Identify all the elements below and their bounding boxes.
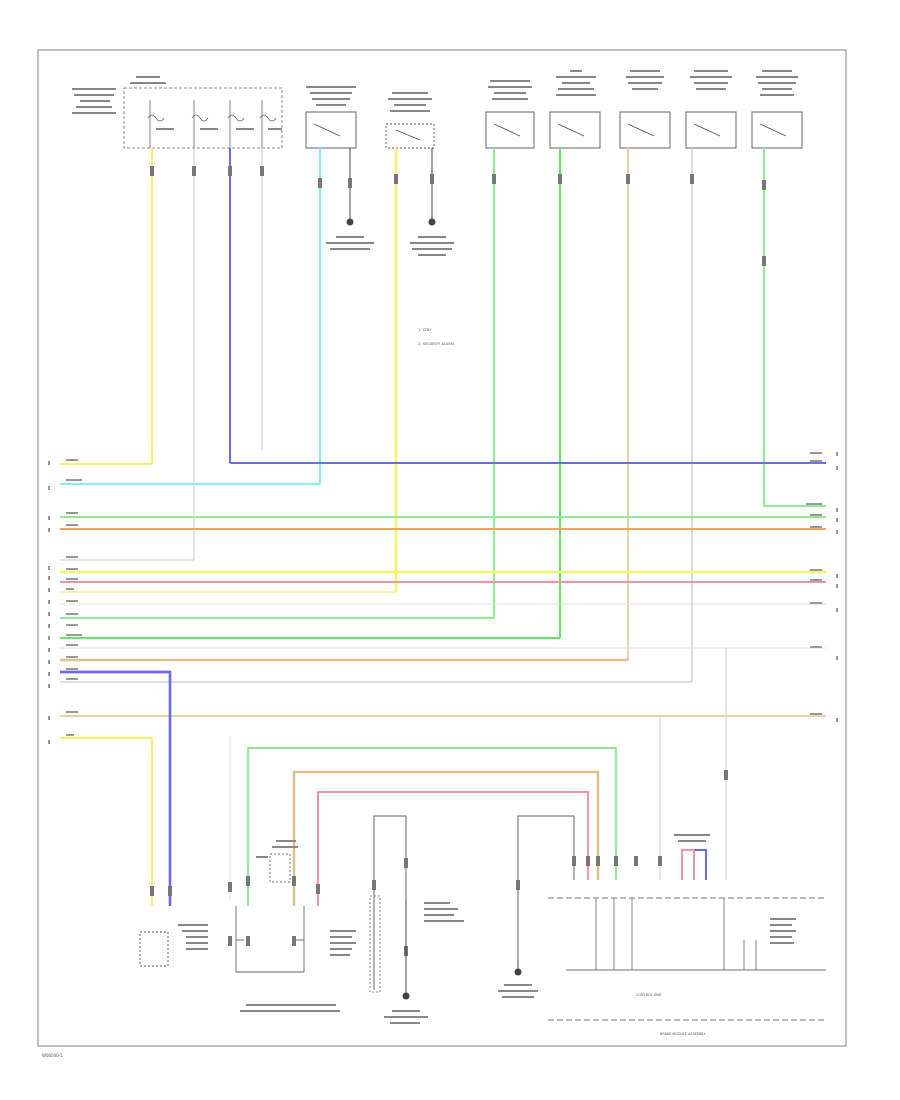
wire-green-loop (247, 747, 617, 906)
brake-module-assembly (235, 853, 305, 973)
control-unit-stub-labels (674, 834, 710, 842)
legend-item-2: 2. SECURITY ALARM (418, 342, 454, 346)
brake-module-labels (240, 840, 356, 1012)
fuse-box-labels (72, 76, 282, 130)
wire-gray-loop (373, 815, 407, 990)
control-unit-side-labels (770, 918, 796, 944)
wire-gray-loop-2 (517, 815, 575, 960)
control-unit-label: CONTROL UNIT (636, 993, 663, 997)
lower-wires (60, 648, 727, 990)
wire-blue-down (60, 670, 172, 906)
figure-id: W00000-1 (42, 1053, 63, 1058)
control-unit-stubs (681, 849, 707, 880)
legend-item-1: 1. STBY (418, 328, 432, 332)
wire-pink-loop (317, 791, 589, 906)
left-wire-codes (48, 459, 82, 744)
lower-connector-ticks (150, 770, 728, 956)
ground-symbols (346, 148, 436, 226)
right-wire-codes (806, 452, 838, 722)
vertical-wires (151, 148, 765, 682)
left-lower-connector (139, 931, 169, 967)
switch-components (305, 111, 803, 149)
wire-tan-loop (292, 770, 600, 906)
diagram-frame (37, 49, 847, 1047)
middle-ground (369, 895, 522, 1000)
wire-code-ticks (150, 166, 766, 266)
switch-labels (306, 70, 798, 112)
horizontal-wires (60, 462, 826, 739)
left-lower-labels (178, 924, 208, 950)
brake-module-label: BRAKE MODULE ASSEMBLY (660, 1032, 707, 1036)
middle-ground-labels (384, 902, 538, 1024)
control-unit-box (548, 897, 826, 1021)
ground-labels (326, 236, 454, 256)
fuse-box (123, 87, 283, 149)
